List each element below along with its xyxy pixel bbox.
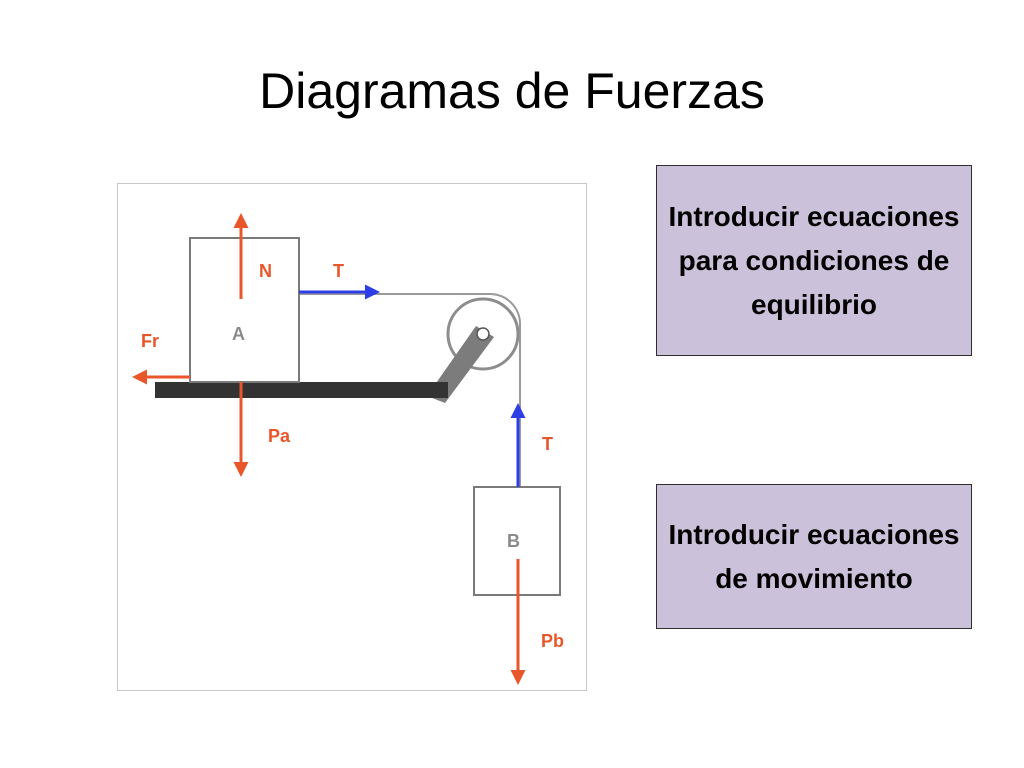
block-a	[189, 237, 300, 383]
tension-a-label: T	[333, 261, 344, 281]
motion-equations-text: Introducir ecuaciones de movimiento	[668, 518, 960, 594]
slide-title: Diagramas de Fuerzas	[259, 63, 765, 119]
rope-over-pulley	[490, 293, 521, 325]
equilibrium-equations-text: Introducir ecuaciones para condiciones d…	[668, 200, 960, 320]
force-diagram: A B N Pa Fr T T Pb	[117, 183, 587, 691]
block-a-label: A	[232, 324, 245, 344]
weight-b-label: Pb	[541, 631, 564, 651]
motion-equations-box: Introducir ecuaciones de movimiento	[656, 484, 972, 629]
block-b-label: B	[507, 531, 520, 551]
normal-force-label: N	[259, 261, 272, 281]
table-surface	[155, 382, 448, 398]
friction-label: Fr	[141, 331, 159, 351]
equilibrium-equations-box: Introducir ecuaciones para condiciones d…	[656, 165, 972, 356]
pulley-axle	[476, 327, 490, 341]
force-diagram-svg: A B N Pa Fr T T Pb	[132, 213, 564, 685]
tension-b-label: T	[542, 434, 553, 454]
weight-a-label: Pa	[268, 426, 291, 446]
